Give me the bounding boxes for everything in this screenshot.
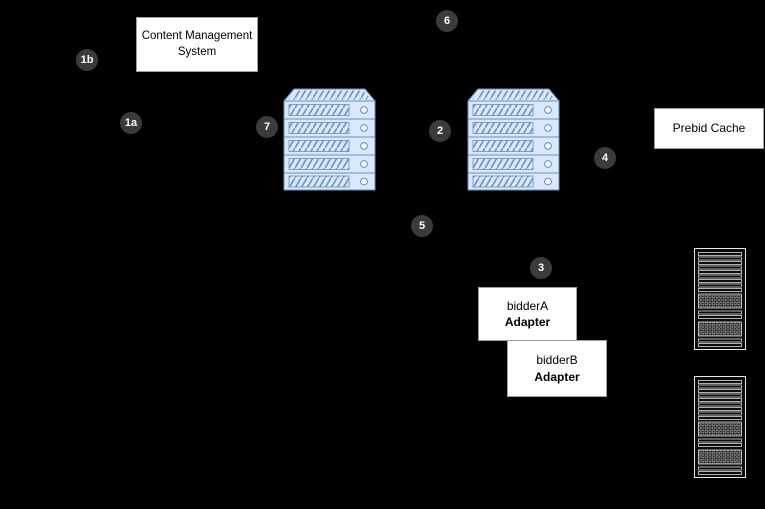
cms-label-line2: System — [177, 45, 217, 58]
step-badge-5: 5 — [411, 215, 433, 237]
step-badge-6: 6 — [436, 10, 458, 32]
step-badge-1a: 1a — [120, 112, 142, 134]
bidder-a-name: bidderA — [506, 298, 549, 313]
prebid-cache-node: Prebid Cache — [654, 108, 764, 149]
server-stack-icon — [467, 88, 560, 191]
bidder-b-name: bidderB — [536, 353, 578, 368]
step-badge-7: 7 — [256, 116, 278, 138]
step-badge-1b: 1b — [76, 49, 98, 71]
bidder-a-type: Adapter — [504, 315, 551, 329]
step-badge-4: 4 — [594, 147, 616, 169]
prebid-cache-label: Prebid Cache — [672, 121, 746, 136]
bidder-b-type: Adapter — [534, 369, 580, 384]
cms-label-line1: Content Management — [141, 29, 253, 42]
step-badge-3: 3 — [530, 257, 552, 279]
server-rack-icon — [694, 376, 746, 478]
bidder-a-node: bidderA Adapter — [478, 287, 577, 341]
server-stack-icon — [283, 88, 376, 191]
cms-node: Content Management System — [136, 17, 258, 72]
step-badge-2: 2 — [429, 120, 451, 142]
server-rack-icon — [694, 248, 746, 350]
bidder-b-node: bidderB Adapter — [507, 340, 607, 397]
